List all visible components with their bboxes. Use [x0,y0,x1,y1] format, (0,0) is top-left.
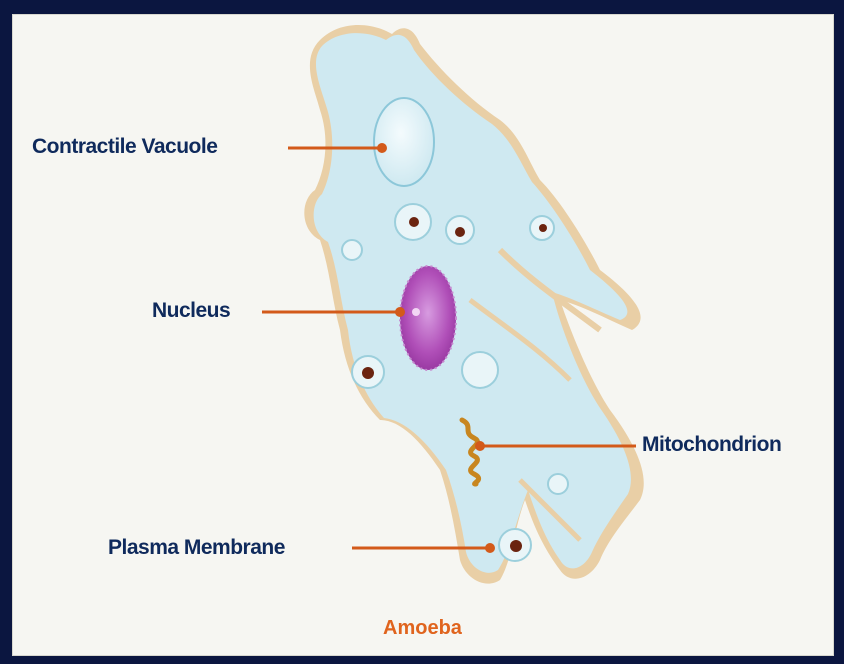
food-particle [362,367,374,379]
food-vacuole [548,474,568,494]
food-particle [409,217,419,227]
leader-dot [377,143,387,153]
food-particle [510,540,522,552]
leader-dot [485,543,495,553]
nucleus [400,266,456,370]
food-particle [455,227,465,237]
food-particle [539,224,547,232]
leader-dot [475,441,485,451]
label-nucleus: Nucleus [152,299,230,323]
amoeba-body [304,25,643,584]
diagram-caption: Amoeba [383,617,462,640]
leader-dot [395,307,405,317]
food-vacuole [462,352,498,388]
contractile-vacuole [374,98,434,186]
label-plasma-membrane: Plasma Membrane [108,536,285,560]
label-contractile-vacuole: Contractile Vacuole [32,135,217,159]
food-vacuole [342,240,362,260]
label-mitochondrion: Mitochondrion [642,433,781,457]
